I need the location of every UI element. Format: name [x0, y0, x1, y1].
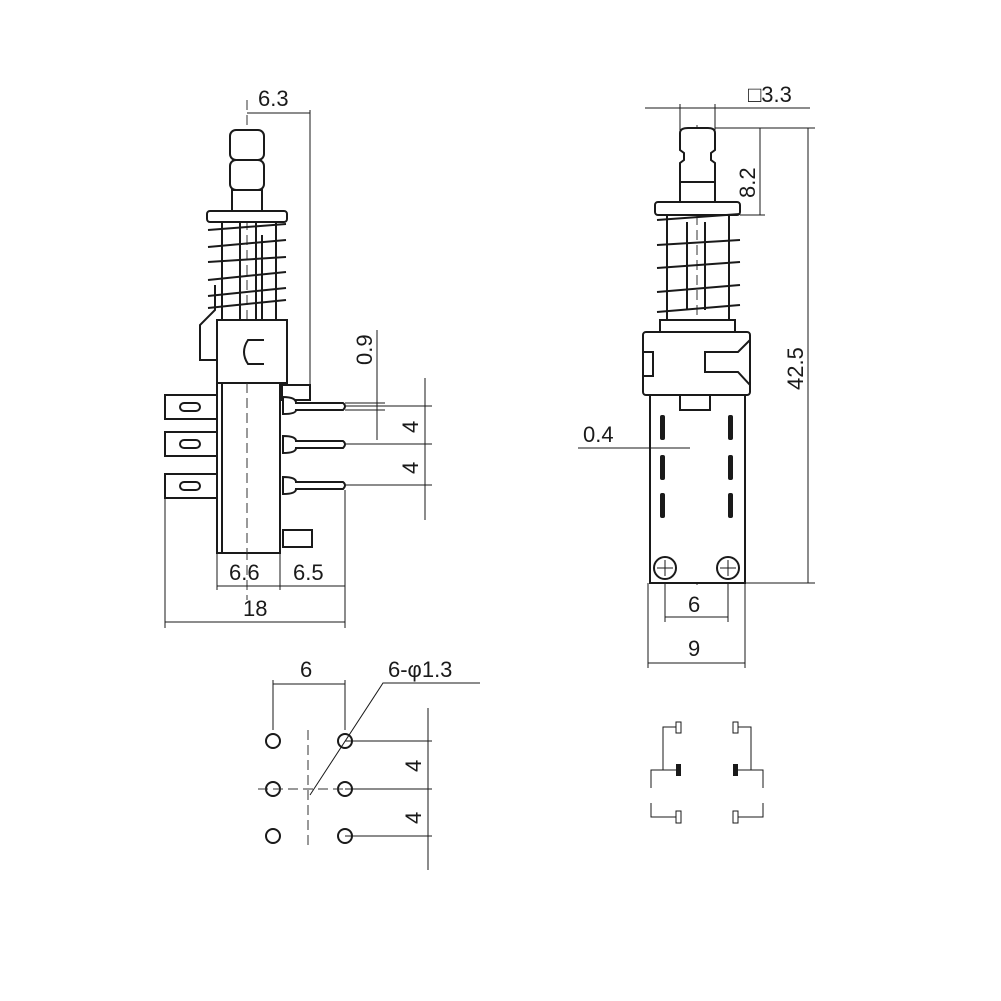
- svg-text:6: 6: [300, 657, 312, 682]
- collar: [659, 319, 736, 333]
- dim-bottom: 6.6 6.5 18: [164, 490, 346, 628]
- actuator-tab: [679, 394, 711, 411]
- contact-slots: [660, 415, 733, 518]
- svg-text:6-φ1.3: 6-φ1.3: [388, 657, 452, 682]
- housing-slot: [243, 339, 264, 365]
- dim-pin-thickness: 0.9: [345, 330, 385, 440]
- plunger-segment: [229, 159, 265, 191]
- svg-text:4: 4: [398, 462, 423, 474]
- dim-overall-height: 42.5: [745, 128, 815, 584]
- housing: [642, 331, 751, 396]
- flange: [206, 210, 288, 223]
- housing: [216, 319, 288, 384]
- svg-text:0.4: 0.4: [583, 422, 614, 447]
- switch-schematic: [650, 721, 764, 824]
- svg-text:6: 6: [688, 592, 700, 617]
- housing-slot: [704, 339, 751, 386]
- dim-plunger-offset: 6.3: [247, 86, 311, 385]
- svg-text:42.5: 42.5: [783, 347, 808, 390]
- plunger-stem: [231, 189, 263, 213]
- svg-text:6.5: 6.5: [293, 560, 324, 585]
- svg-text:4: 4: [398, 421, 423, 433]
- svg-text:6.6: 6.6: [229, 560, 260, 585]
- plunger: [679, 127, 716, 183]
- dim-plunger-square: □3.3: [645, 82, 810, 130]
- plunger-stem: [679, 181, 716, 203]
- svg-text:□3.3: □3.3: [748, 82, 792, 107]
- dim-plunger-height: 8.2: [715, 127, 815, 216]
- right-pins: [282, 395, 346, 496]
- dim-slot-width: 0.4: [578, 422, 690, 449]
- svg-text:0.9: 0.9: [352, 334, 377, 365]
- svg-text:9: 9: [688, 636, 700, 661]
- side-clip: [199, 285, 217, 361]
- spring: [207, 221, 287, 321]
- flange: [654, 201, 741, 216]
- mounting-holes: [653, 556, 740, 580]
- svg-text:6.3: 6.3: [258, 86, 289, 111]
- bottom-stub: [282, 529, 313, 548]
- side-view: 6.3 0.9 4 4 6.6 6.5 18: [164, 86, 432, 628]
- left-terminals: [164, 394, 218, 499]
- spring: [656, 213, 741, 321]
- housing-notch: [642, 351, 654, 377]
- pcb-hole-layout: 6 6-φ1.3 4 4: [258, 657, 480, 870]
- switch-body: [216, 382, 281, 554]
- front-view: □3.3 8.2 42.5 0.4 6 9: [578, 82, 815, 668]
- plunger-cap: [229, 129, 265, 161]
- svg-text:4: 4: [401, 812, 426, 824]
- dim-bottom: 6 9: [647, 583, 746, 668]
- svg-text:18: 18: [243, 596, 267, 621]
- dim-pin-pitch: 4 4: [345, 378, 432, 520]
- svg-text:8.2: 8.2: [735, 167, 760, 198]
- svg-text:4: 4: [401, 760, 426, 772]
